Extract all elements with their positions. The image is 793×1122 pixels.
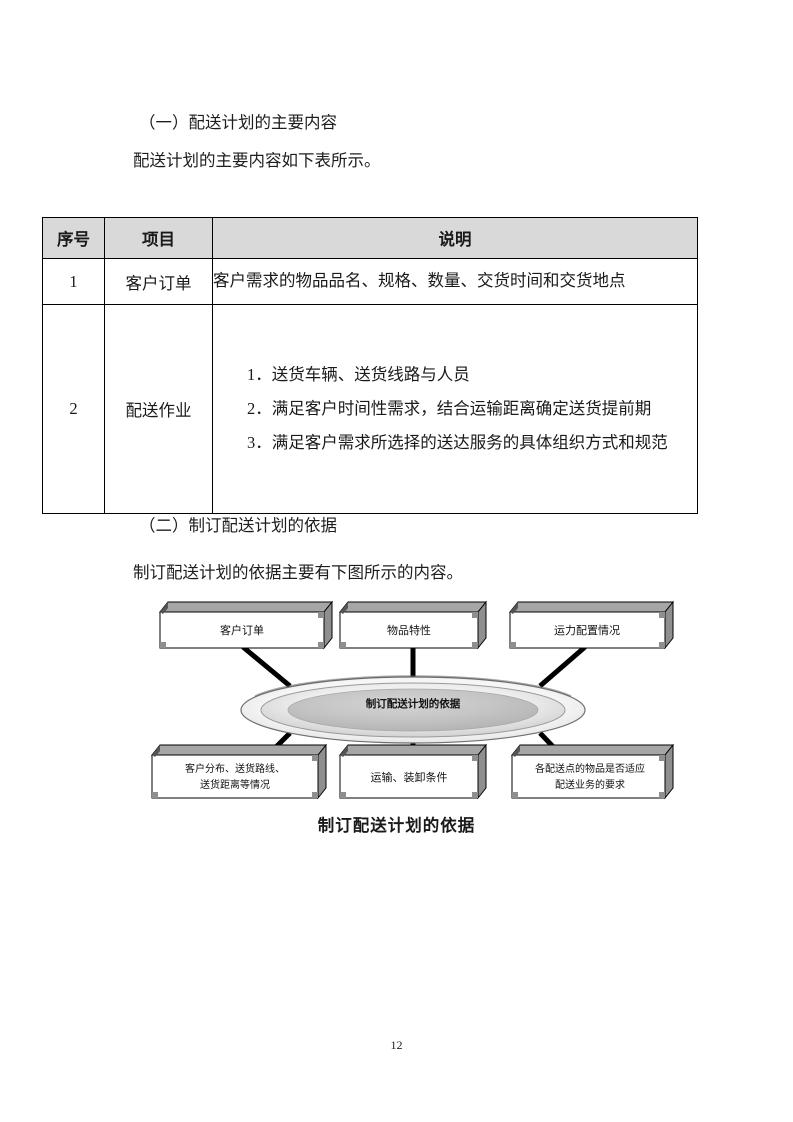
table-header-row: 序号 项目 说明 (42, 217, 698, 259)
box-bottom-3-label-line1: 各配送点的物品是否适应 (535, 762, 645, 775)
figure-caption: 制订配送计划的依据 (317, 817, 476, 835)
diagram-box-bottom-3[interactable]: 各配送点的物品是否适应 配送业务的要求 (510, 743, 675, 800)
cell-desc-2: 1．送货车辆、送货线路与人员 2．满足客户时间性需求，结合运输距离确定送货提前期… (212, 304, 698, 514)
cell-no-2: 2 (42, 304, 105, 514)
column-header-no: 序号 (42, 217, 105, 259)
cell-item-1: 客户订单 (104, 258, 213, 305)
column-header-desc: 说明 (212, 217, 698, 259)
table-body: 1 客户订单 客户需求的物品品名、规格、数量、交货时间和交货地点 2 配送作业 … (42, 258, 698, 514)
cell-no-1: 1 (42, 258, 105, 305)
diagram-box-top-2[interactable]: 物品特性 (338, 600, 488, 650)
list-item: 2．满足客户时间性需求，结合运输距离确定送货提前期 (247, 399, 652, 419)
diagram-box-bottom-2[interactable]: 运输、装卸条件 (338, 743, 488, 800)
diagram-hub[interactable]: 制订配送计划的依据 (240, 675, 586, 744)
box-top-3-label: 运力配置情况 (554, 624, 620, 637)
box-top-1-label: 客户订单 (220, 623, 264, 637)
hub-ring-inner (287, 688, 539, 732)
section-one-heading: （一）配送计划的主要内容 (139, 113, 337, 132)
table-row: 2 配送作业 1．送货车辆、送货线路与人员 2．满足客户时间性需求，结合运输距离… (42, 304, 698, 514)
section-one-body: 配送计划的主要内容如下表所示。 (133, 151, 381, 170)
box-top-2-label: 物品特性 (387, 623, 431, 637)
hub-label: 制订配送计划的依据 (366, 697, 461, 710)
section-two-heading: （二）制订配送计划的依据 (139, 516, 337, 535)
description-list: 1．送货车辆、送货线路与人员 2．满足客户时间性需求，结合运输距离确定送货提前期… (213, 358, 697, 459)
delivery-plan-basis-diagram: 客户订单 物品特性 运力配置 (0, 590, 793, 840)
section-two-body: 制订配送计划的依据主要有下图所示的内容。 (133, 563, 463, 582)
delivery-plan-table: 序号 项目 说明 1 客户订单 客户需求的物品品名、规格、数量、交货时间和交货地… (42, 217, 698, 514)
table-row: 1 客户订单 客户需求的物品品名、规格、数量、交货时间和交货地点 (42, 258, 698, 305)
diagram-box-top-3[interactable]: 运力配置情况 (508, 600, 675, 650)
page-number: 12 (390, 1038, 403, 1052)
table-header: 序号 项目 说明 (42, 217, 698, 259)
cell-item-2: 配送作业 (104, 304, 213, 514)
diagram-box-bottom-1[interactable]: 客户分布、送货路线、 送货距离等情况 (150, 743, 328, 800)
box-bottom-2-label: 运输、装卸条件 (371, 770, 448, 784)
diagram-box-top-1[interactable]: 客户订单 (158, 600, 334, 650)
main-table-wrapper: 序号 项目 说明 1 客户订单 客户需求的物品品名、规格、数量、交货时间和交货地… (42, 217, 698, 514)
cell-desc-1: 客户需求的物品品名、规格、数量、交货时间和交货地点 (212, 258, 698, 305)
hub-highlight-arc (254, 675, 572, 697)
list-item: 3．满足客户需求所选择的送达服务的具体组织方式和规范 (247, 432, 668, 452)
box-bottom-3-label-line2: 配送业务的要求 (555, 778, 625, 791)
list-item: 1．送货车辆、送货线路与人员 (247, 365, 470, 385)
box-bottom-1-label-line1: 客户分布、送货路线、 (185, 762, 285, 775)
column-header-item: 项目 (104, 217, 213, 259)
connector-top-left (241, 645, 292, 688)
box-bottom-1-label-line2: 送货距离等情况 (200, 778, 270, 791)
diagram-svg: 客户订单 物品特性 运力配置 (150, 600, 675, 800)
connector-top-right (538, 645, 587, 688)
